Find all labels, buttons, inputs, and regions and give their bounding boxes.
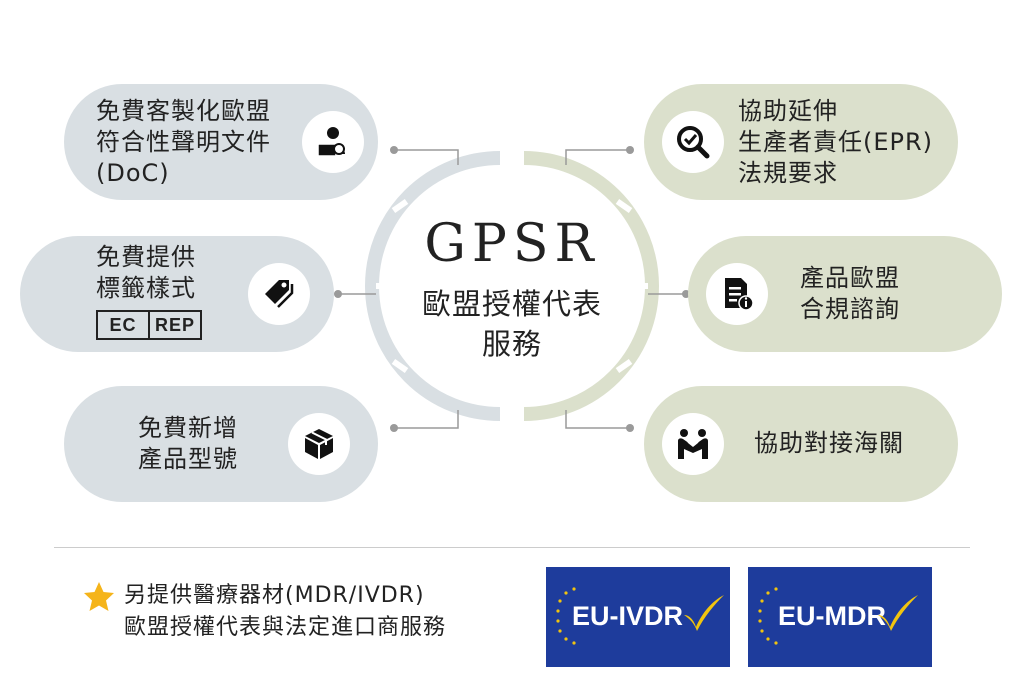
star-icon xyxy=(84,582,114,611)
tags-icon xyxy=(248,263,310,325)
service-customs: 協助對接海關 xyxy=(644,386,958,502)
service-model: 免費新增 產品型號 xyxy=(64,386,378,502)
connector-left-1 xyxy=(394,149,459,165)
badge-eu-ivdr: EU-IVDR xyxy=(546,567,730,667)
service-consulting: 產品歐盟 合規諮詢 xyxy=(688,236,1002,352)
check-icon xyxy=(878,595,918,631)
check-icon xyxy=(684,595,724,631)
center-subtitle: 歐盟授權代表 服務 xyxy=(421,287,602,361)
connector-right-3 xyxy=(565,410,630,429)
eu-stars-icon xyxy=(758,587,778,645)
ring-right-half xyxy=(523,151,659,421)
eu-stars-icon xyxy=(556,587,576,645)
service-label: 免費提供 標籤樣式 EC REP xyxy=(20,236,334,352)
additional-services-note: 另提供醫療器材(MDR/IVDR) 歐盟授權代表與法定進口商服務 xyxy=(82,580,446,644)
center-title: GPSR xyxy=(424,214,600,274)
handshake-people-icon xyxy=(662,413,724,475)
person-laptop-icon xyxy=(302,111,364,173)
ec-rep-label: EC REP xyxy=(96,310,202,340)
connector-right-1 xyxy=(565,149,630,165)
service-doc: 免費客製化歐盟 符合性聲明文件 (DoC) xyxy=(64,84,378,200)
service-epr: 協助延伸 生產者責任(EPR) 法規要求 xyxy=(644,84,958,200)
magnifier-check-icon xyxy=(662,111,724,173)
document-info-icon xyxy=(706,263,768,325)
badge-eu-mdr: EU-MDR xyxy=(748,567,932,667)
ring-left-half xyxy=(365,151,501,421)
divider xyxy=(54,547,970,548)
connector-left-3 xyxy=(394,410,459,429)
box-icon xyxy=(288,413,350,475)
